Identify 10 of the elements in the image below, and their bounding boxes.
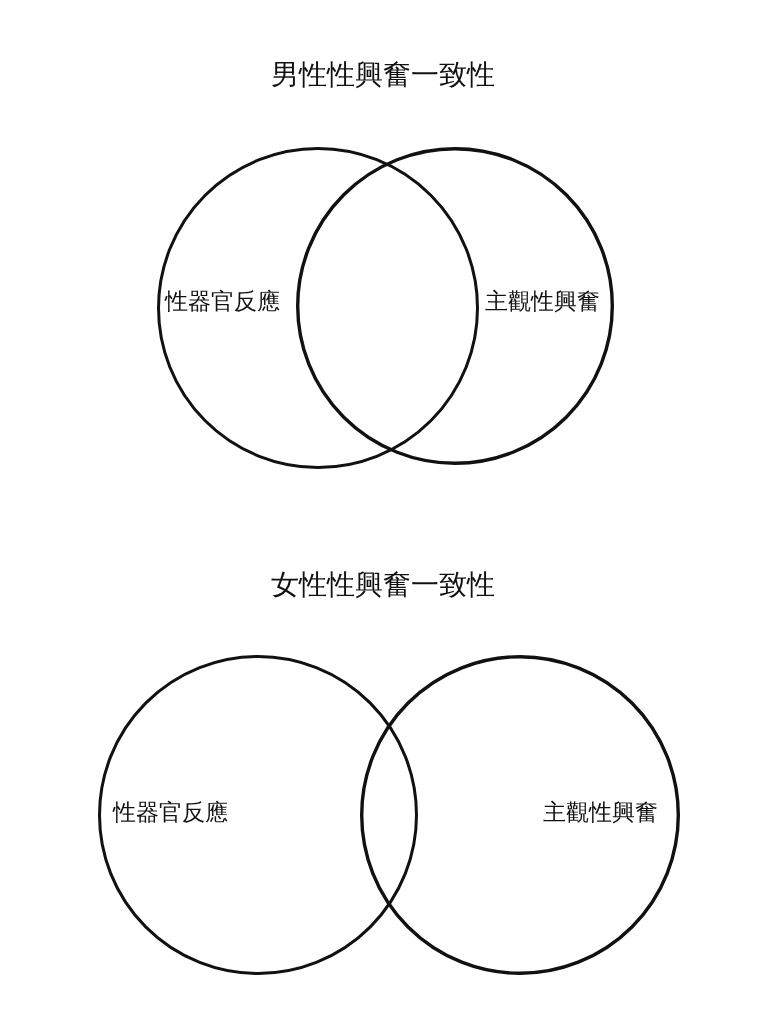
circle-label: 性器官反應 — [113, 798, 228, 826]
venn-circle — [296, 147, 614, 465]
venn-circle — [98, 655, 418, 975]
circle-label: 性器官反應 — [165, 287, 280, 315]
circle-label: 主觀性興奮 — [543, 798, 658, 826]
venn-circle — [157, 147, 479, 469]
circle-label: 主觀性興奮 — [485, 287, 600, 315]
diagram-heading: 女性性興奮一致性 — [271, 568, 495, 602]
diagram-heading: 男性性興奮一致性 — [271, 58, 495, 92]
venn-circle — [360, 655, 680, 975]
